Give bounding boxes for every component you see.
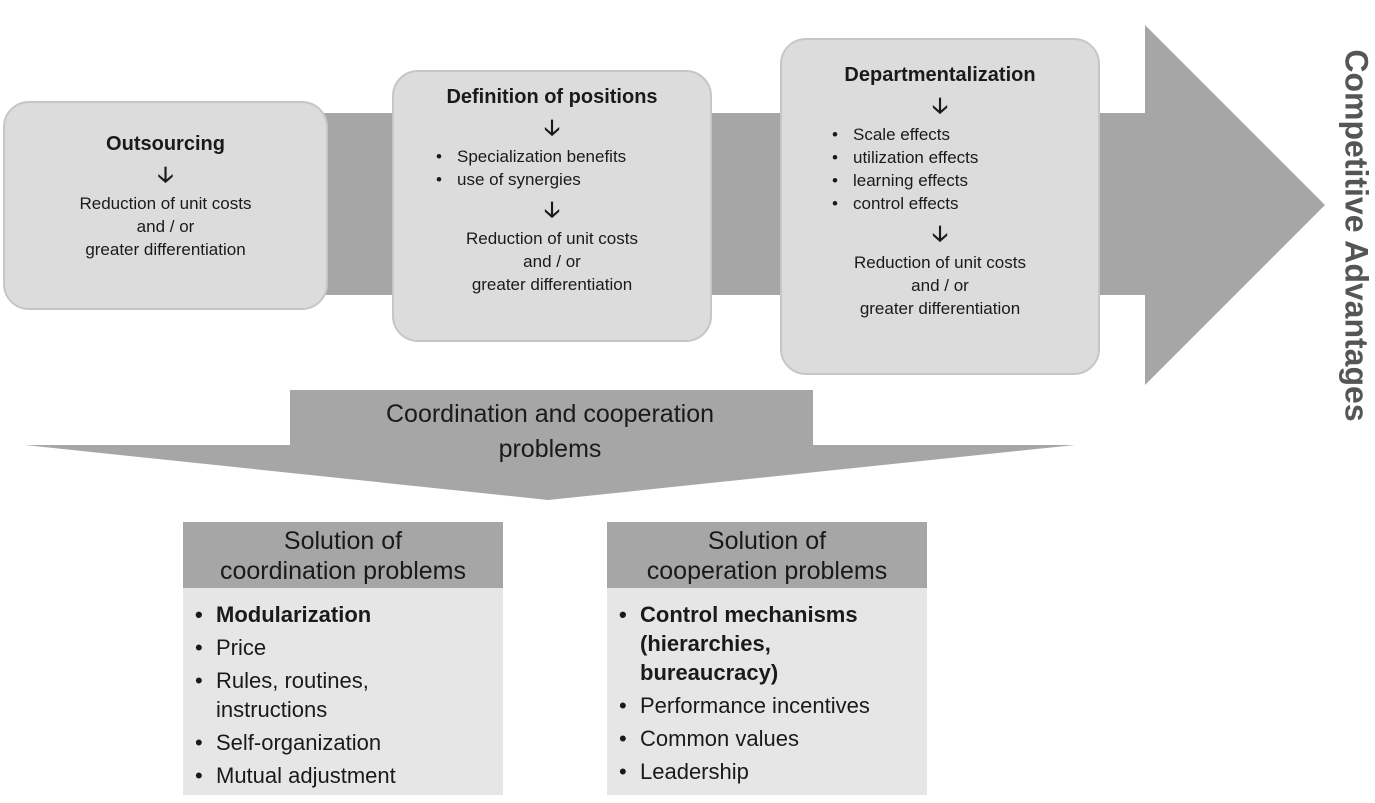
- bullet-item: use of synergies: [432, 168, 710, 191]
- stage-definition-of-positions: Definition of positions 🡣 Specialization…: [392, 70, 712, 342]
- funnel-shape: [25, 390, 1075, 500]
- stage-title: Definition of positions: [446, 86, 658, 108]
- coordination-solution-header: Solution of coordination problems: [183, 522, 503, 588]
- bullet-item: learning effects: [828, 169, 1098, 192]
- list-item: Self-organization: [183, 728, 503, 757]
- list-item: Leadership: [607, 757, 927, 786]
- result-line: greater differentiation: [859, 299, 1021, 318]
- result-line: Reduction of unit costs: [466, 229, 638, 248]
- cooperation-solution-list: Control mechanisms (hierarchies, bureauc…: [607, 588, 927, 795]
- header-line: Solution of: [283, 527, 403, 555]
- stage-result: Reduction of unit costs and / or greater…: [394, 227, 710, 296]
- stage-title: Departmentalization: [844, 64, 1036, 86]
- result-line: and / or: [911, 276, 969, 295]
- stage-bullets: Specialization benefits use of synergies: [432, 145, 710, 191]
- result-line: Reduction of unit costs: [79, 194, 252, 213]
- bullet-item: control effects: [828, 192, 1098, 215]
- arrow-down-icon: 🡣: [932, 93, 948, 118]
- arrow-down-icon: 🡣: [932, 221, 948, 246]
- result-line: and / or: [136, 217, 195, 236]
- stage-title: Outsourcing: [106, 133, 225, 155]
- stage-result: Reduction of unit costs and / or greater…: [782, 251, 1098, 320]
- list-item: Mutual adjustment: [183, 761, 503, 790]
- stage-departmentalization: Departmentalization 🡣 Scale effects util…: [780, 38, 1100, 375]
- bullet-item: Specialization benefits: [432, 145, 710, 168]
- bullet-item: utilization effects: [828, 146, 1098, 169]
- funnel-label: Coordination and cooperation problems: [290, 397, 810, 467]
- funnel-label-line: problems: [498, 435, 602, 463]
- list-item: Control mechanisms (hierarchies, bureauc…: [607, 600, 910, 687]
- stage-result: Reduction of unit costs and / or greater…: [5, 192, 326, 261]
- main-arrow-head: [1145, 25, 1325, 385]
- arrow-down-icon: 🡣: [544, 115, 560, 140]
- header-line: coordination problems: [220, 557, 466, 585]
- list-item: Rules, routines, instructions: [183, 666, 396, 724]
- stage-outsourcing: Outsourcing 🡣 Reduction of unit costs an…: [3, 101, 328, 310]
- list-item: Common values: [607, 724, 927, 753]
- coordination-solution-list: Modularization Price Rules, routines, in…: [183, 588, 503, 795]
- arrow-down-icon: 🡣: [544, 197, 560, 222]
- header-line: cooperation problems: [646, 557, 888, 585]
- result-line: greater differentiation: [85, 240, 246, 259]
- header-line: Solution of: [707, 527, 827, 555]
- result-line: greater differentiation: [471, 275, 633, 294]
- competitive-advantages-title: Competitive Advantages: [1336, 10, 1375, 460]
- result-line: Reduction of unit costs: [854, 253, 1026, 272]
- list-item: Performance incentives: [607, 691, 927, 720]
- stage-bullets: Scale effects utilization effects learni…: [828, 123, 1098, 215]
- list-item: Price: [183, 633, 503, 662]
- funnel-label-line: Coordination and cooperation: [385, 400, 714, 428]
- list-item: Modularization: [183, 600, 503, 629]
- arrow-down-icon: 🡣: [157, 162, 174, 187]
- result-line: and / or: [523, 252, 581, 271]
- side-title-text: Competitive Advantages: [1338, 48, 1375, 422]
- cooperation-solution-header: Solution of cooperation problems: [607, 522, 927, 588]
- bullet-item: Scale effects: [828, 123, 1098, 146]
